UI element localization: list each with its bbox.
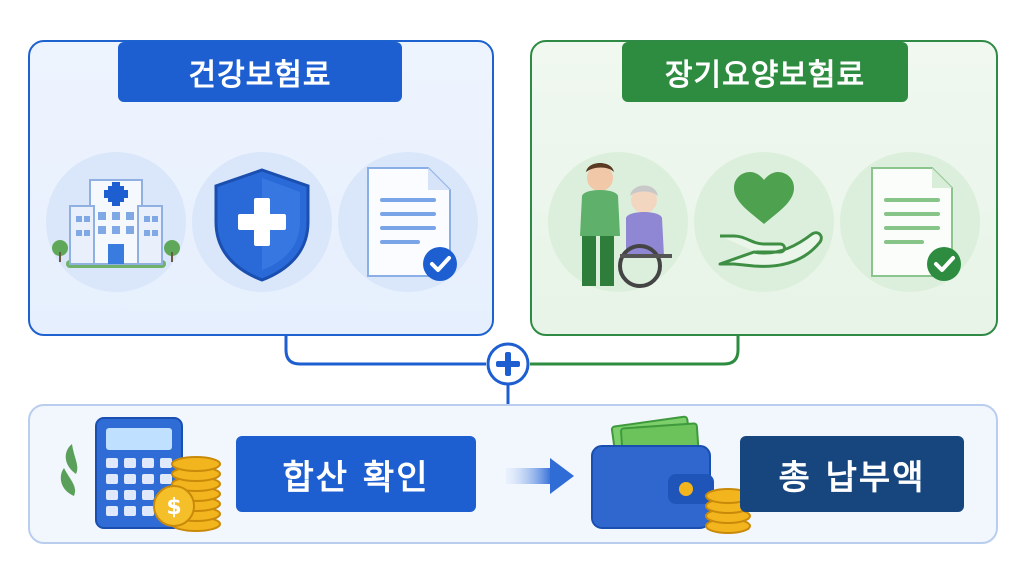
total-payment-label: 총 납부액 bbox=[740, 436, 964, 512]
document-check-icon bbox=[871, 167, 961, 281]
svg-text:$: $ bbox=[166, 495, 181, 520]
wallet-icon bbox=[591, 415, 751, 534]
document-check-icon bbox=[367, 167, 457, 281]
caregiver-icon bbox=[580, 163, 672, 288]
heart-hand-icon bbox=[718, 172, 823, 268]
health-insurance-title: 건강보험료 bbox=[118, 42, 402, 102]
longterm-care-title: 장기요양보험료 bbox=[622, 42, 908, 102]
sum-check-label: 합산 확인 bbox=[236, 436, 476, 512]
plus-icon bbox=[486, 342, 530, 386]
coins-icon: $ bbox=[153, 456, 221, 532]
shield-cross-icon bbox=[214, 168, 310, 282]
arrow-icon bbox=[506, 458, 574, 494]
hospital-icon bbox=[52, 179, 180, 268]
